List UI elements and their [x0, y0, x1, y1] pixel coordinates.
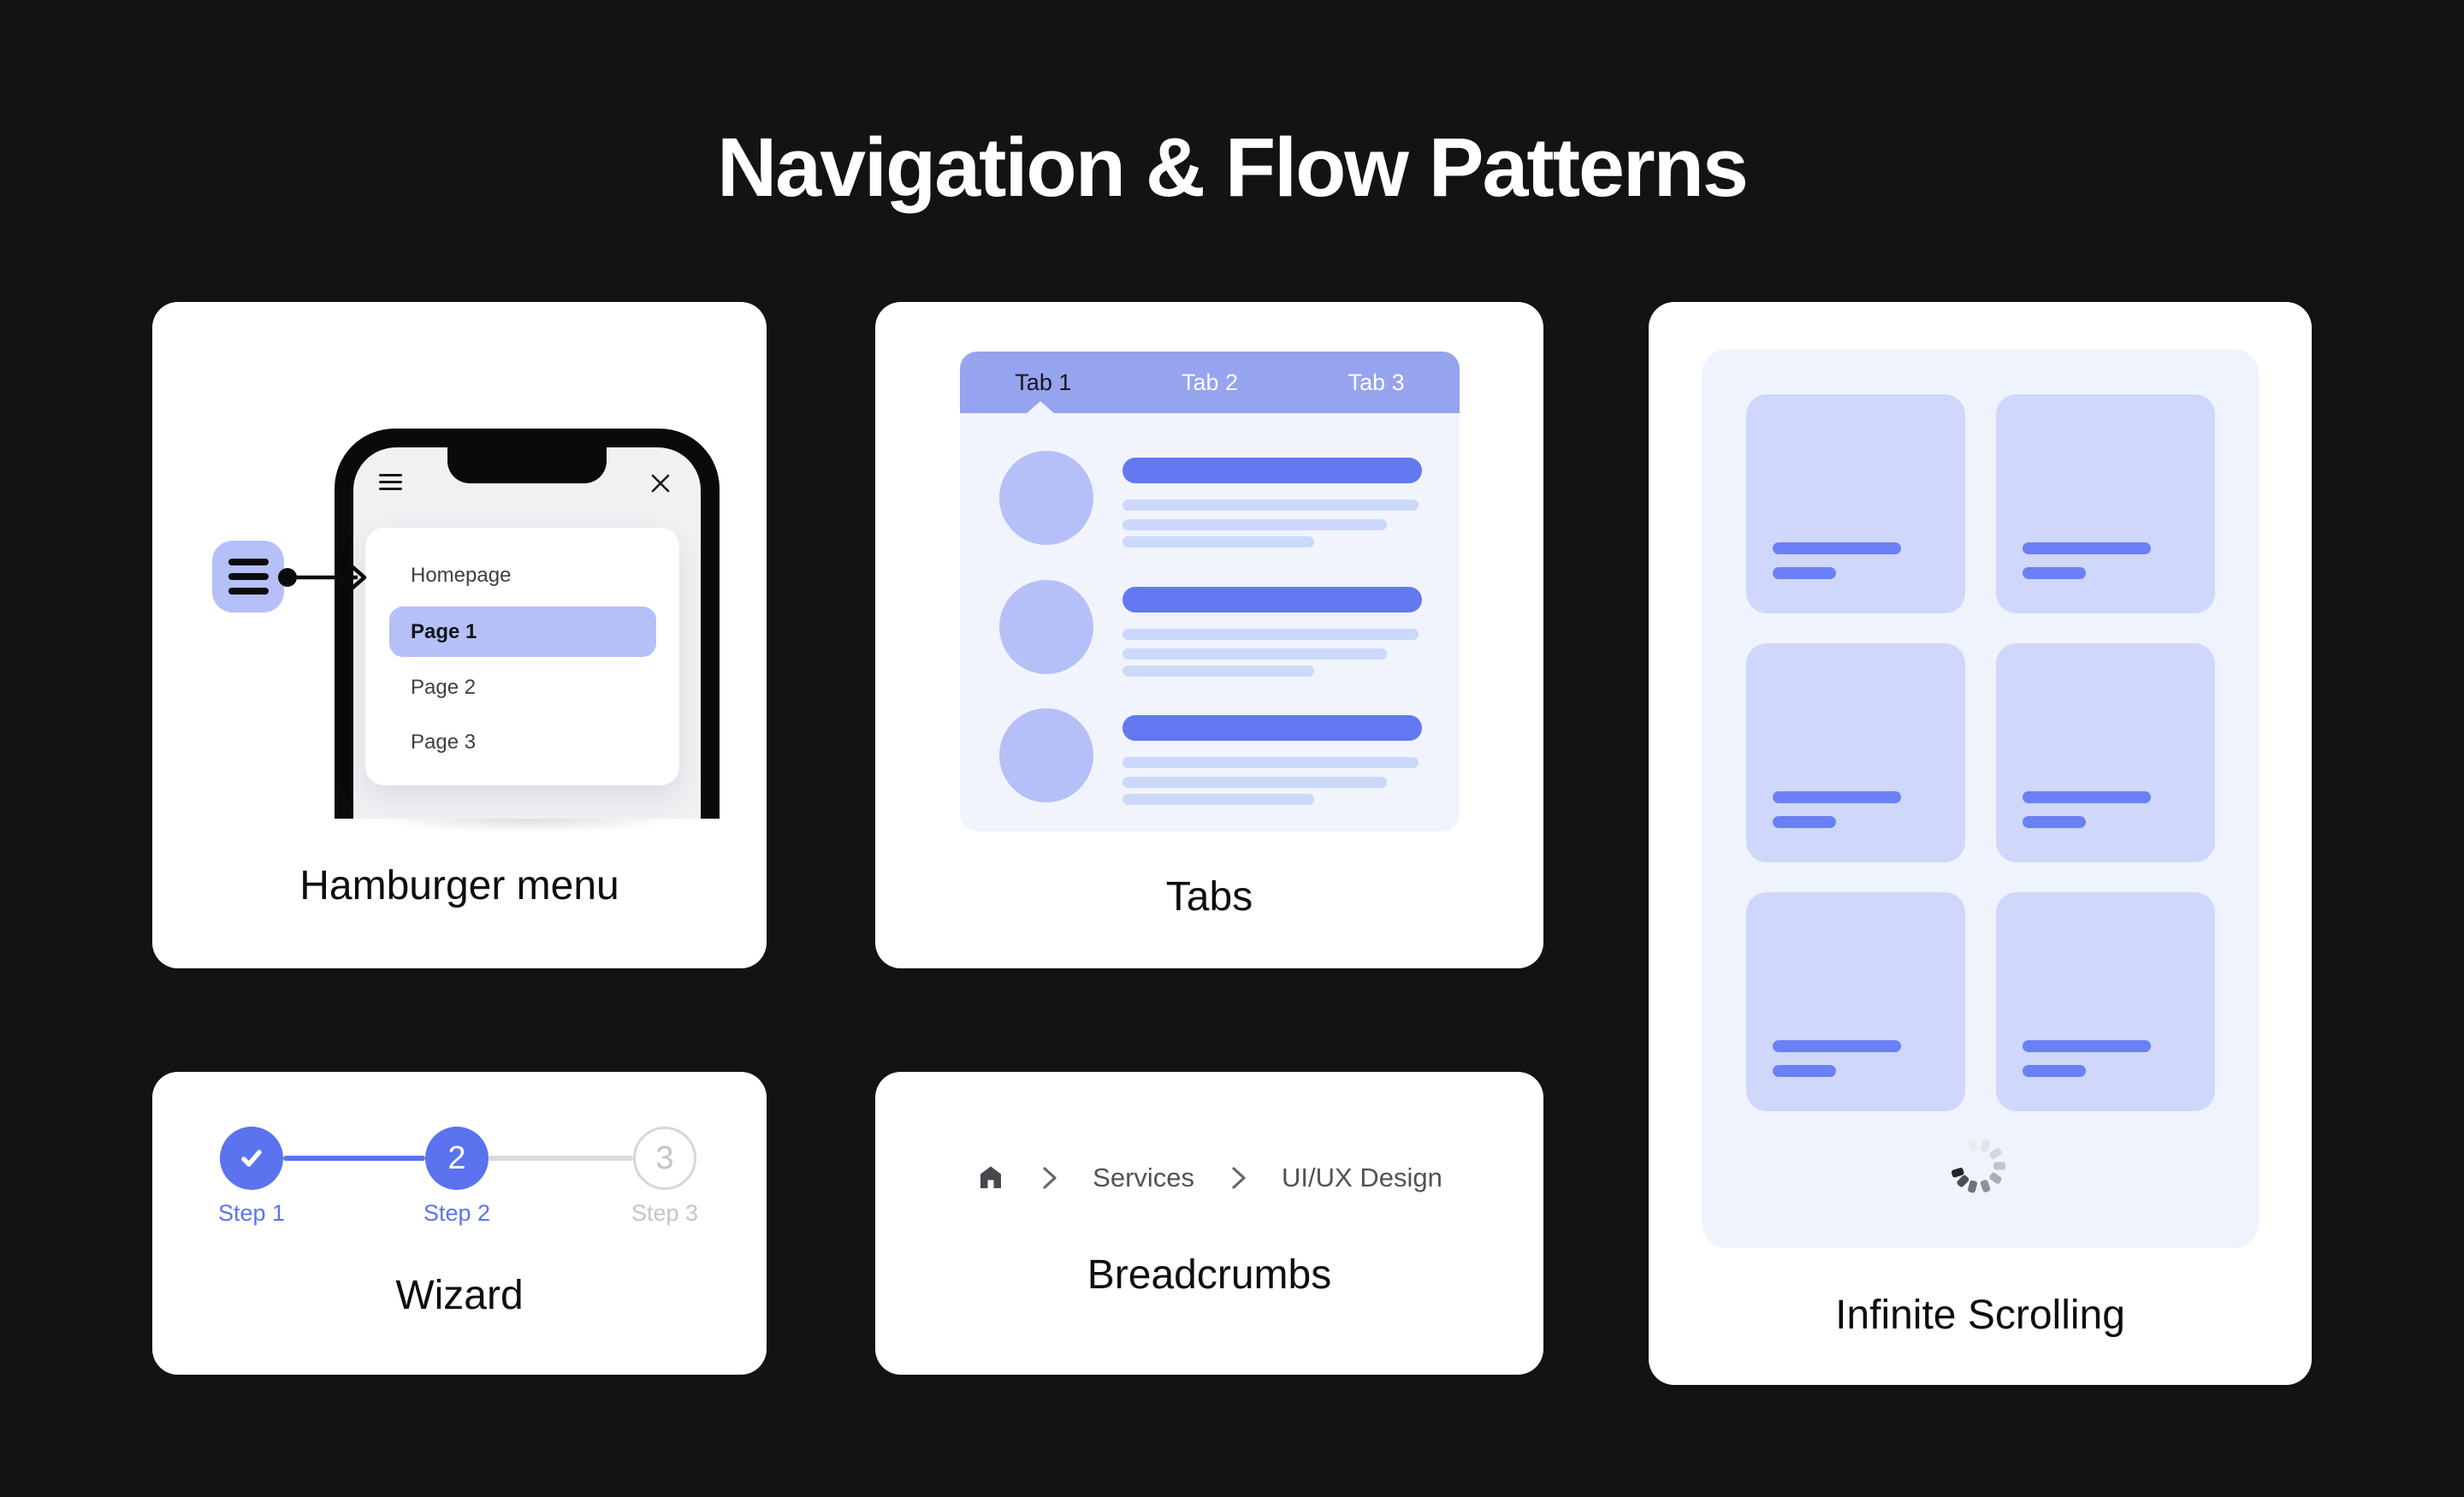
menu-item-page3[interactable]: Page 3 [411, 731, 477, 754]
card-infinite-scrolling: Infinite Scrolling [1649, 302, 2312, 1385]
text-placeholder-line [1122, 777, 1387, 788]
menu-item-page1-highlight[interactable]: Page 1 [389, 606, 656, 657]
card-breadcrumbs: Services UI/UX Design Breadcrumbs [875, 1072, 1543, 1375]
home-icon[interactable] [976, 1163, 1005, 1192]
content-tile [1996, 394, 2215, 613]
list-item [999, 451, 1427, 547]
tab-2[interactable]: Tab 2 [1181, 369, 1239, 395]
content-tile [1746, 643, 1965, 862]
tab-content-panel [960, 413, 1460, 831]
phone-shadow [311, 817, 743, 839]
content-tile [1746, 394, 1965, 613]
step-2-label: Step 2 [423, 1200, 491, 1226]
hamburger-icon [228, 573, 269, 580]
content-tile [1996, 643, 2215, 862]
text-placeholder-line [1122, 500, 1419, 511]
breadcrumb-item-uiux-design[interactable]: UI/UX Design [1282, 1163, 1442, 1192]
tile-grid [1746, 394, 2215, 1111]
text-placeholder-line [1122, 536, 1314, 547]
phone-frame: Homepage Page 1 Page 2 Page 3 [335, 429, 720, 819]
avatar-circle [999, 580, 1093, 674]
title-placeholder-bar [1122, 715, 1422, 741]
card-tabs: Tab 1 Tab 2 Tab 3 [875, 302, 1543, 968]
step-connector-complete [283, 1156, 425, 1161]
step-2-indicator[interactable]: 2 [425, 1127, 489, 1190]
active-tab-pointer [1027, 401, 1054, 413]
step-connector-upcoming [489, 1156, 633, 1161]
content-tile [1746, 892, 1965, 1111]
text-placeholder-line [1122, 519, 1387, 530]
list-item [999, 708, 1427, 805]
card-wizard: 2 3 Step 1 Step 2 Step 3 Wizard [152, 1072, 767, 1375]
check-icon [241, 1150, 262, 1167]
nav-menu: Homepage Page 1 Page 2 Page 3 [365, 528, 679, 785]
content-tile [1996, 892, 2215, 1111]
menu-item-page1[interactable]: Page 1 [411, 620, 477, 643]
card-hamburger-menu: Homepage Page 1 Page 2 Page 3 Hamburge [152, 302, 767, 968]
card-caption: Infinite Scrolling [1835, 1293, 2125, 1338]
text-placeholder-line [1122, 648, 1387, 660]
page-title: Navigation & Flow Patterns [717, 121, 1749, 214]
list-item [999, 580, 1427, 677]
chevron-right-icon [1232, 1167, 1246, 1189]
avatar-circle [999, 708, 1093, 802]
hamburger-button[interactable] [212, 541, 284, 612]
avatar-circle [999, 451, 1093, 545]
text-placeholder-line [1122, 757, 1419, 768]
step-3-label: Step 3 [631, 1200, 699, 1226]
tab-1[interactable]: Tab 1 [1015, 369, 1072, 395]
text-placeholder-line [1122, 629, 1419, 640]
hamburger-icon [228, 559, 269, 565]
hamburger-icon[interactable] [379, 474, 402, 494]
step-3-indicator[interactable]: 3 [633, 1127, 696, 1190]
card-caption: Wizard [395, 1273, 524, 1318]
card-caption: Breadcrumbs [1087, 1252, 1332, 1298]
phone-notch [447, 446, 607, 483]
title-placeholder-bar [1122, 587, 1422, 612]
menu-item-page2[interactable]: Page 2 [411, 676, 477, 699]
breadcrumb-item-services[interactable]: Services [1093, 1163, 1195, 1192]
phone-mockup: Homepage Page 1 Page 2 Page 3 [335, 429, 720, 819]
step-1-label: Step 1 [217, 1200, 286, 1226]
text-placeholder-line [1122, 794, 1314, 805]
scroll-panel[interactable] [1702, 349, 2259, 1248]
breadcrumb: Services UI/UX Design [875, 1154, 1543, 1202]
menu-item-homepage[interactable]: Homepage [411, 564, 512, 587]
loading-spinner-icon [1951, 1139, 2005, 1193]
hamburger-icon [228, 588, 269, 595]
chevron-right-icon [1043, 1167, 1057, 1189]
tab-3[interactable]: Tab 3 [1348, 369, 1405, 395]
close-icon[interactable] [648, 470, 673, 500]
card-caption: Hamburger menu [299, 863, 619, 908]
arrow-connector-icon [278, 563, 367, 592]
title-placeholder-bar [1122, 458, 1422, 483]
step-1-indicator[interactable] [220, 1127, 283, 1190]
card-caption: Tabs [1165, 874, 1253, 920]
phone-screen: Homepage Page 1 Page 2 Page 3 [353, 446, 701, 819]
text-placeholder-line [1122, 666, 1314, 677]
tab-bar: Tab 1 Tab 2 Tab 3 [960, 352, 1460, 413]
